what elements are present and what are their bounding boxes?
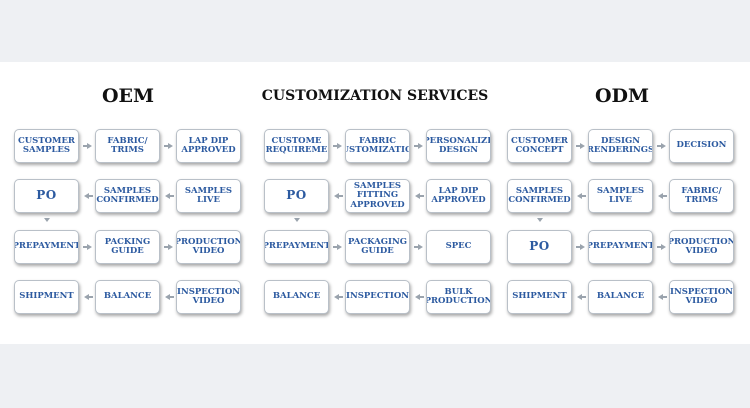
oem-step-8: PACKING GUIDE [95, 230, 160, 264]
odm-step-3: DECISION [669, 129, 734, 163]
oem-step-3: LAP DIP APPROVED [176, 129, 241, 163]
odm-arrow-left [577, 294, 586, 300]
odm-step-1: CUSTOMER CONCEPT [507, 129, 572, 163]
oem-step-2: FABRIC/ TRIMS [95, 129, 160, 163]
odm-arrow-right [576, 244, 585, 250]
custom-arrow-down [293, 218, 300, 222]
odm-step-10: SHIPMENT [507, 280, 572, 314]
custom-step-4: PO [264, 179, 329, 213]
oem-arrow-down [43, 218, 50, 222]
odm-arrow-right [657, 244, 666, 250]
oem-title: OEM [101, 85, 155, 107]
custom-step-12: BULK PRODUCTION [426, 280, 491, 314]
custom-arrow-left [415, 294, 424, 300]
oem-step-9: PRODUCTION VIDEO [176, 230, 241, 264]
odm-title: ODM [594, 85, 650, 107]
custom-step-2: FABRIC CUSTOMIZATION [345, 129, 410, 163]
odm-step-5: SAMPLES LIVE [588, 179, 653, 213]
custom-step-10: BALANCE [264, 280, 329, 314]
custom-step-9: SPEC [426, 230, 491, 264]
oem-step-6: SAMPLES LIVE [176, 179, 241, 213]
oem-step-1: CUSTOMER SAMPLES [14, 129, 79, 163]
custom-arrow-left [334, 294, 343, 300]
oem-arrow-left [165, 193, 174, 199]
custom-step-11: INSPECTION [345, 280, 410, 314]
oem-step-4: PO [14, 179, 79, 213]
oem-arrow-left [84, 193, 93, 199]
custom-arrow-left [415, 193, 424, 199]
custom-step-8: PACKAGING GUIDE [345, 230, 410, 264]
custom-arrow-right [414, 244, 423, 250]
custom-arrow-right [333, 143, 342, 149]
oem-arrow-right [83, 143, 92, 149]
odm-step-11: BALANCE [588, 280, 653, 314]
oem-arrow-right [164, 244, 173, 250]
oem-step-11: BALANCE [95, 280, 160, 314]
odm-step-6: FABRIC/ TRIMS [669, 179, 734, 213]
odm-arrow-down [536, 218, 543, 222]
odm-step-8: PREPAYMENT [588, 230, 653, 264]
odm-arrow-left [577, 193, 586, 199]
custom-step-1: CUSTOME REQUIREME [264, 129, 329, 163]
odm-arrow-right [576, 143, 585, 149]
custom-step-3: PERSONALIZE DESIGN [426, 129, 491, 163]
oem-arrow-left [84, 294, 93, 300]
custom-step-7: PREPAYMENT [264, 230, 329, 264]
odm-step-9: PRODUCTION VIDEO [669, 230, 734, 264]
odm-step-4: SAMPLES CONFIRMED [507, 179, 572, 213]
custom-step-6: LAP DIP APPROVED [426, 179, 491, 213]
odm-step-12: INSPECTION VIDEO [669, 280, 734, 314]
oem-step-7: PREPAYMENT [14, 230, 79, 264]
odm-arrow-left [658, 294, 667, 300]
custom-arrow-right [414, 143, 423, 149]
odm-step-2: DESIGN RENDERINGS [588, 129, 653, 163]
oem-step-12: INSPECTION VIDEO [176, 280, 241, 314]
oem-arrow-left [165, 294, 174, 300]
custom-arrow-right [333, 244, 342, 250]
customization-services-title: CUSTOMIZATION SERVICES [261, 88, 489, 104]
oem-step-5: SAMPLES CONFIRMED [95, 179, 160, 213]
oem-arrow-right [164, 143, 173, 149]
oem-step-10: SHIPMENT [14, 280, 79, 314]
odm-arrow-right [657, 143, 666, 149]
custom-step-5: SAMPLES FITTING APPROVED [345, 179, 410, 213]
odm-arrow-left [658, 193, 667, 199]
odm-step-7: PO [507, 230, 572, 264]
oem-arrow-right [83, 244, 92, 250]
custom-arrow-left [334, 193, 343, 199]
